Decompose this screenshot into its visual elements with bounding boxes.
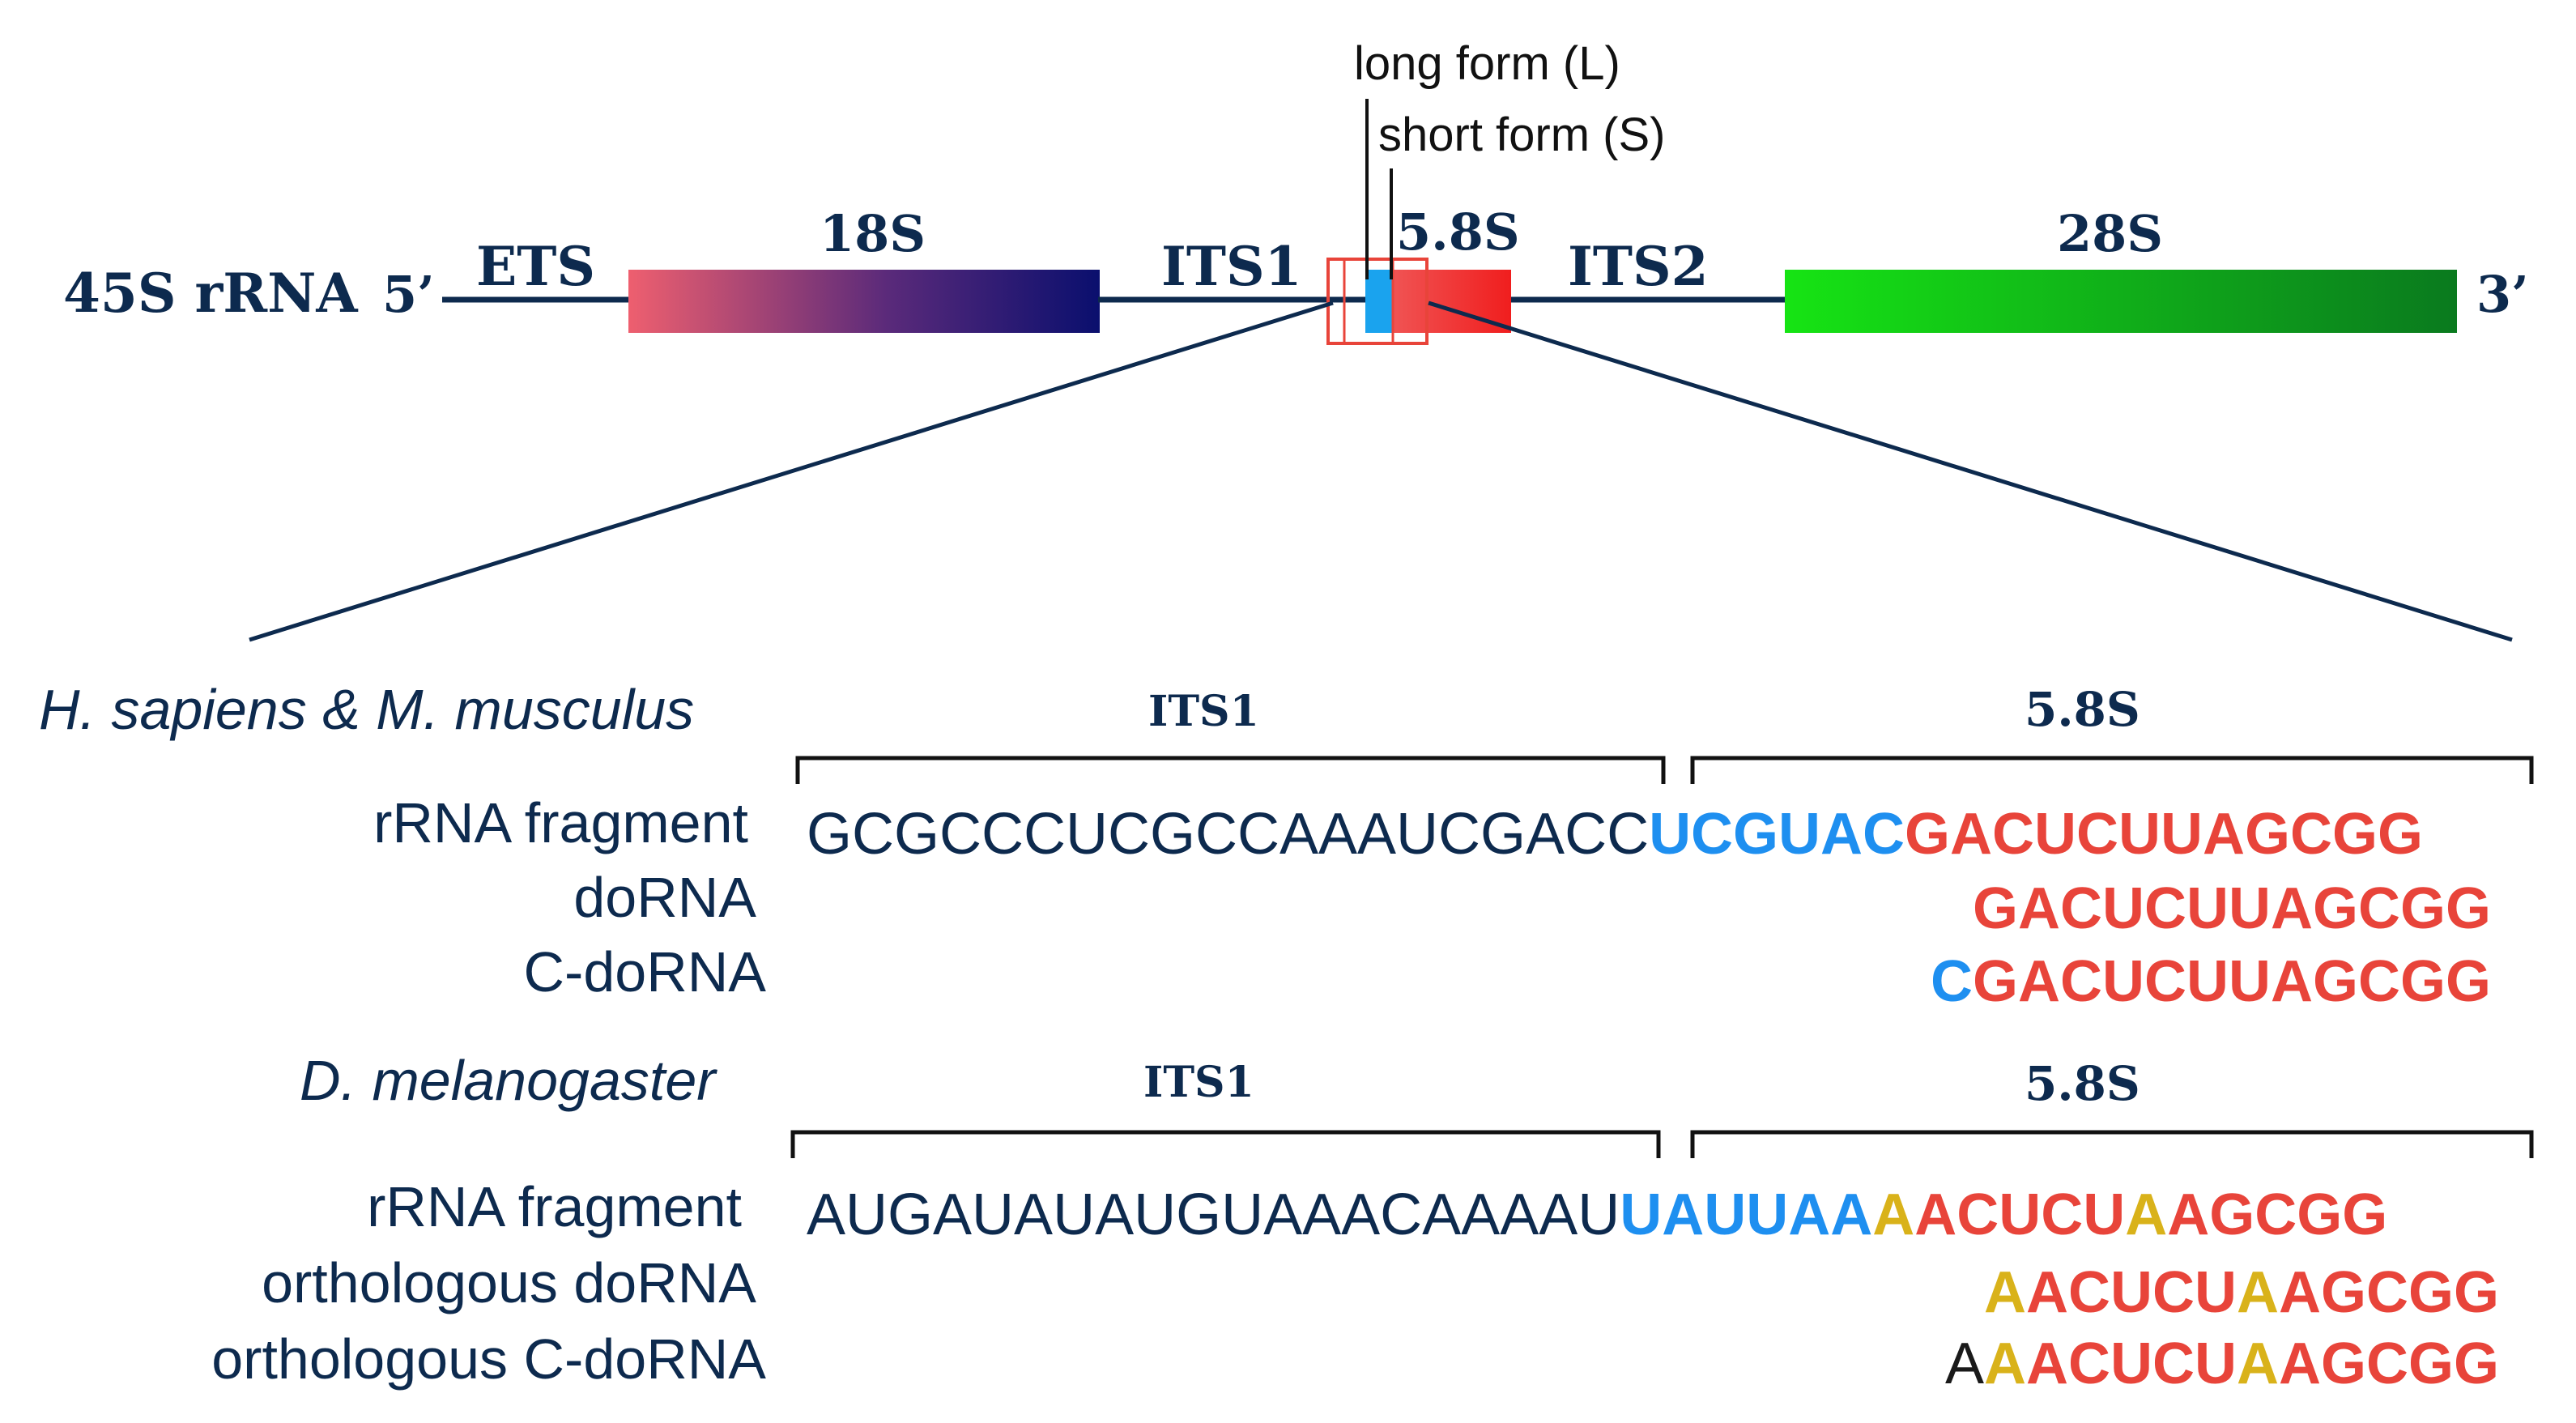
human-row3-blue: C xyxy=(1931,949,1973,1014)
segment-18s xyxy=(628,270,1100,333)
18s-label: 18S xyxy=(820,204,926,263)
fly-row3-plain: A xyxy=(1945,1331,1984,1396)
fly-row3-yellow-1: A xyxy=(1984,1331,2026,1396)
human-58s-bracket xyxy=(1690,756,2534,784)
fly-row1-sequence: AUGAUAUAUGUAAACAAAAUUAUUAAAACUCUAAGCGG xyxy=(807,1182,2387,1247)
human-row3-label: C-doRNA xyxy=(523,940,766,1003)
its2-map-label: ITS2 xyxy=(1568,235,1709,298)
human-species-label: H. sapiens & M. musculus xyxy=(39,678,694,741)
28s-label: 28S xyxy=(2057,204,2163,263)
fly-row1-red-2: AGCGG xyxy=(2167,1182,2387,1247)
fly-row2-red-1: ACUCU xyxy=(2026,1260,2237,1325)
human-its1-label: ITS1 xyxy=(1148,687,1259,736)
human-row1-blue: UCGUAC xyxy=(1649,802,1905,867)
fly-58s-bracket xyxy=(1690,1130,2534,1158)
rrna-title: 45S rRNA xyxy=(63,262,358,325)
fly-row2-label: orthologous doRNA xyxy=(262,1251,756,1314)
fly-row2-sequence: AACUCUAAGCGG xyxy=(1984,1260,2499,1325)
human-row2-sequence: GACUCUUAGCGG xyxy=(1973,876,2491,941)
fly-row3-yellow-2: A xyxy=(2237,1331,2279,1396)
fly-row3-red-2: AGCGG xyxy=(2279,1331,2499,1396)
fly-58s-label: 5.8S xyxy=(2025,1056,2140,1111)
fly-row1-blue: UAUUAA xyxy=(1620,1182,1872,1247)
fly-row2-yellow-1: A xyxy=(1984,1260,2026,1325)
its1-map-label: ITS1 xyxy=(1161,235,1302,298)
fly-row1-yellow-1: A xyxy=(1872,1182,1914,1247)
fly-its1-bracket xyxy=(790,1130,1661,1158)
segment-long-form xyxy=(1365,270,1393,333)
fly-row2-red-2: AGCGG xyxy=(2279,1260,2499,1325)
zoom-line-right xyxy=(1428,300,2513,642)
human-row1-red: GACUCUUAGCGG xyxy=(1905,802,2423,867)
human-row1-its1: GCGCCCUCGCCAAAUCGACC xyxy=(807,802,1649,867)
human-row3-sequence: CGACUCUUAGCGG xyxy=(1931,949,2491,1014)
human-row2-label: doRNA xyxy=(573,866,756,929)
fly-row1-label: rRNA fragment xyxy=(367,1175,742,1238)
fly-row2-yellow-2: A xyxy=(2237,1260,2279,1325)
human-row3-red: GACUCUUAGCGG xyxy=(1973,949,2491,1014)
long-form-label: long form (L) xyxy=(1354,37,1620,90)
human-its1-bracket xyxy=(795,756,1666,784)
human-row1-label: rRNA fragment xyxy=(373,791,748,854)
58s-map-label: 5.8S xyxy=(1396,202,1520,262)
fly-row3-sequence: AAACUCUAAGCGG xyxy=(1945,1331,2499,1396)
fly-row3-red-1: ACUCU xyxy=(2026,1331,2237,1396)
ets-label: ETS xyxy=(476,235,595,298)
human-row1-sequence: GCGCCCUCGCCAAAUCGACCUCGUACGACUCUUAGCGG xyxy=(807,802,2423,867)
fly-row1-yellow-2: A xyxy=(2125,1182,2167,1247)
fly-species-label: D. melanogaster xyxy=(300,1049,717,1112)
fly-its1-label: ITS1 xyxy=(1143,1058,1254,1107)
fly-row1-red-1: ACUCU xyxy=(1914,1182,2125,1247)
short-form-label: short form (S) xyxy=(1378,109,1666,161)
three-prime-label: 3’ xyxy=(2476,265,2529,324)
segment-28s xyxy=(1785,270,2457,333)
fly-row1-its1: AUGAUAUAUGUAAACAAAAU xyxy=(807,1182,1620,1247)
fly-row3-label: orthologous C-doRNA xyxy=(211,1327,766,1391)
human-58s-label: 5.8S xyxy=(2025,682,2140,737)
zoom-line-left xyxy=(249,300,1334,642)
five-prime-label: 5’ xyxy=(382,265,435,324)
human-row2-red: GACUCUUAGCGG xyxy=(1973,876,2491,941)
